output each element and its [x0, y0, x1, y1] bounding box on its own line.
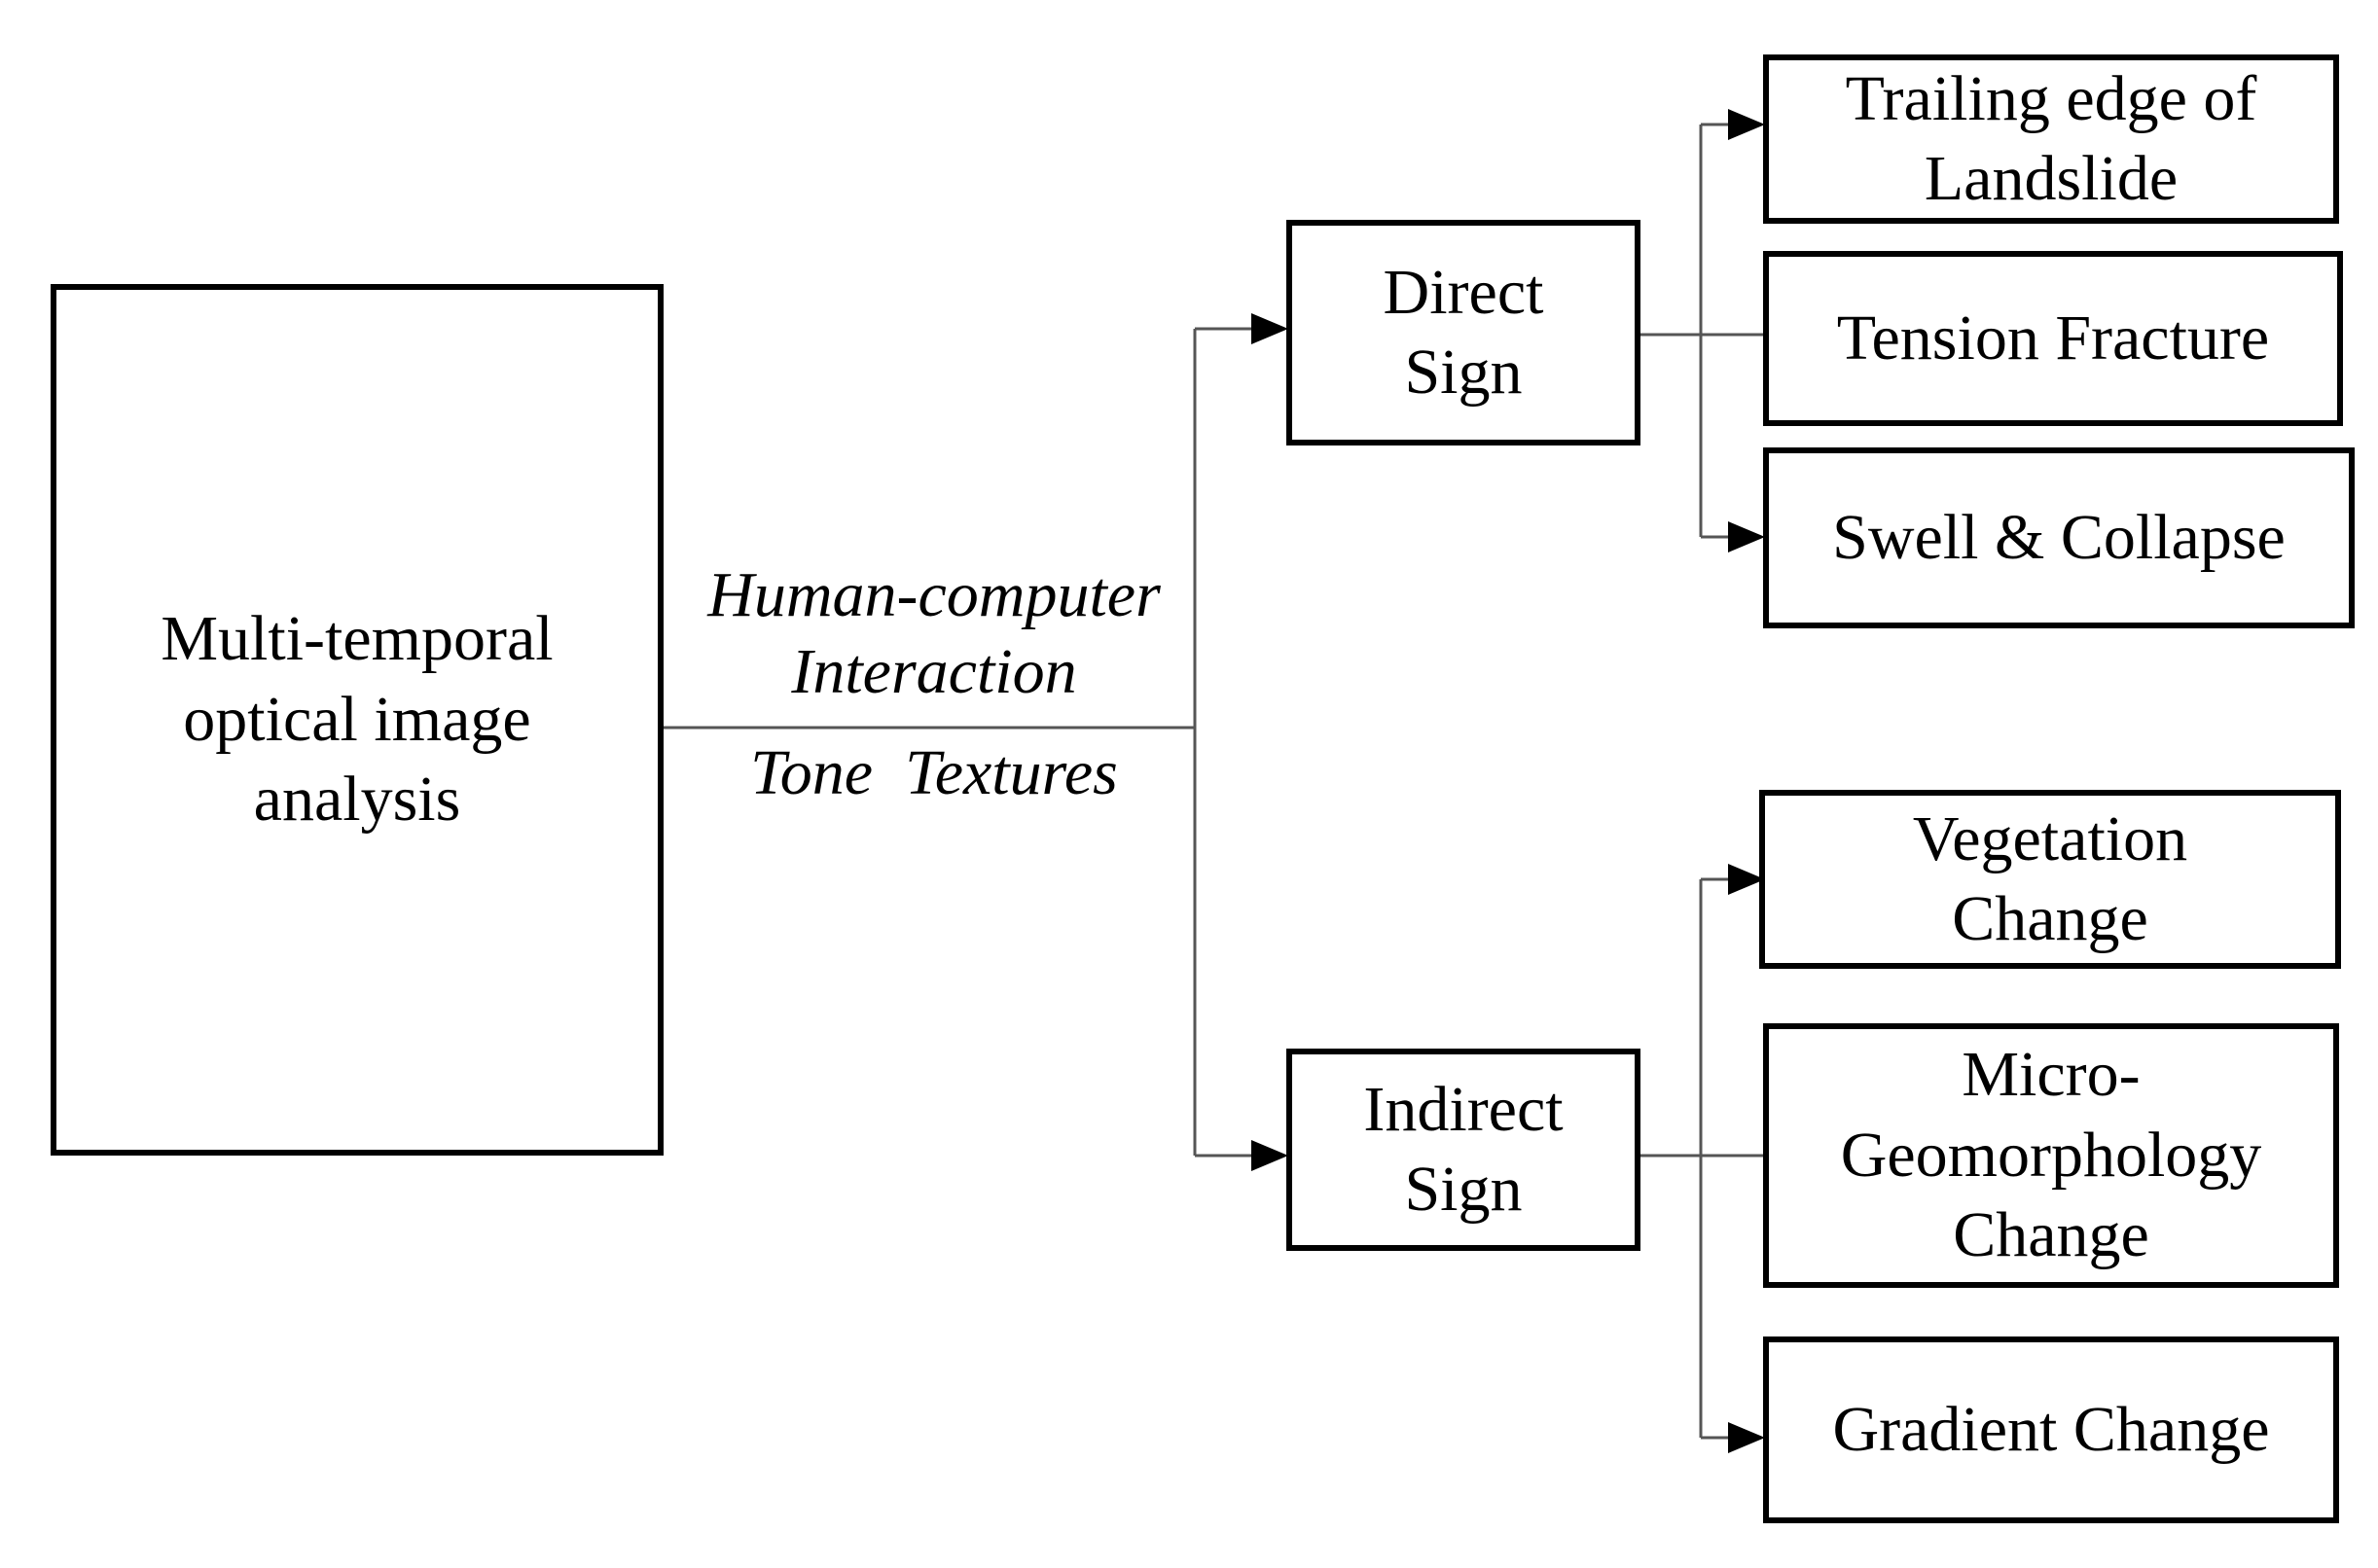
arrowhead-trailing-edge	[1728, 109, 1765, 140]
direct-sign-node: Direct Sign	[1286, 220, 1640, 445]
micro-geomorphology-line: Geomorphology	[1840, 1119, 2262, 1191]
arrowhead-direct-sign	[1251, 313, 1288, 344]
indirect-sign-label: Indirect Sign	[1363, 1070, 1563, 1230]
vegetation-change-line: Change	[1952, 883, 2148, 954]
direct-sign-line: Sign	[1404, 337, 1523, 408]
indirect-sign-line: Sign	[1404, 1154, 1523, 1225]
indirect-sign-line: Indirect	[1363, 1073, 1564, 1145]
source-node: Multi-temporal optical image analysis	[51, 284, 664, 1156]
gradient-change-label: Gradient Change	[1832, 1390, 2269, 1471]
method-label-line: Human-computer	[707, 559, 1161, 630]
source-node-line: analysis	[253, 764, 461, 836]
tension-fracture-label: Tension Fracture	[1837, 299, 2269, 379]
trailing-edge-node: Trailing edge of Landslide	[1763, 54, 2339, 224]
method-label-line: Interaction	[791, 636, 1077, 708]
direct-sign-line: Direct	[1383, 256, 1544, 328]
trailing-edge-line: Trailing edge of	[1845, 62, 2257, 134]
source-node-line: optical image	[183, 683, 531, 755]
vegetation-change-node: Vegetation Change	[1759, 790, 2341, 969]
micro-geomorphology-line: Change	[1953, 1199, 2149, 1271]
tension-fracture-node: Tension Fracture	[1763, 251, 2343, 426]
micro-geomorphology-label: Micro- Geomorphology Change	[1841, 1035, 2262, 1276]
swell-collapse-line: Swell & Collapse	[1832, 501, 2286, 573]
gradient-change-node: Gradient Change	[1763, 1336, 2339, 1523]
swell-collapse-label: Swell & Collapse	[1832, 498, 2286, 579]
arrowhead-vegetation	[1728, 864, 1765, 895]
arrowhead-indirect-sign	[1251, 1140, 1288, 1171]
source-node-label: Multi-temporal optical image analysis	[161, 599, 553, 840]
swell-collapse-node: Swell & Collapse	[1763, 447, 2355, 628]
direct-sign-label: Direct Sign	[1384, 253, 1544, 413]
features-label: Tone Textures	[750, 737, 1118, 808]
vegetation-change-line: Vegetation	[1912, 802, 2188, 874]
tension-fracture-line: Tension Fracture	[1836, 302, 2270, 374]
micro-geomorphology-node: Micro- Geomorphology Change	[1763, 1023, 2339, 1288]
gradient-change-line: Gradient Change	[1832, 1393, 2270, 1465]
trailing-edge-label: Trailing edge of Landslide	[1846, 59, 2257, 220]
vegetation-change-label: Vegetation Change	[1913, 800, 2187, 960]
indirect-sign-node: Indirect Sign	[1286, 1049, 1640, 1251]
arrowhead-swell-collapse	[1728, 521, 1765, 552]
micro-geomorphology-line: Micro-	[1962, 1039, 2141, 1111]
method-label: Human-computer Interaction	[681, 556, 1187, 710]
trailing-edge-line: Landslide	[1924, 143, 2179, 214]
arrowhead-gradient	[1728, 1422, 1765, 1453]
source-node-line: Multi-temporal	[161, 603, 554, 675]
